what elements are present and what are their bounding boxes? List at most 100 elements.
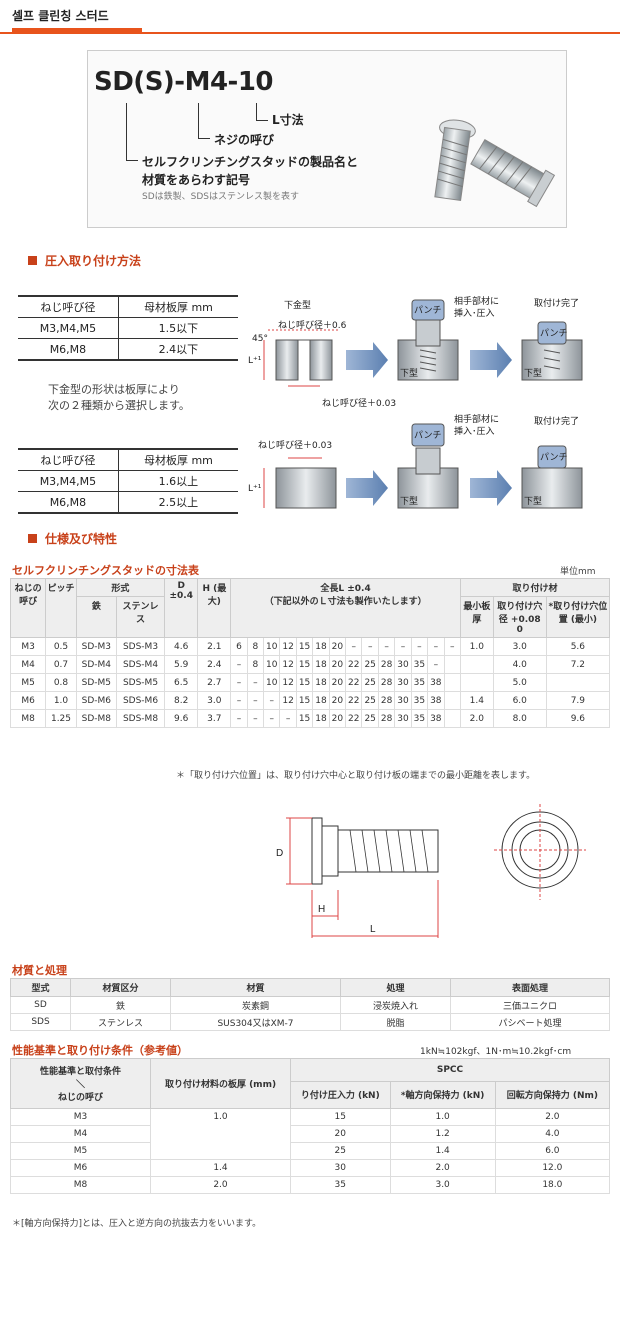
performance-title: 性能基準と取り付け条件（参考値）	[12, 1044, 188, 1057]
cell: 7.9	[545, 691, 611, 710]
col-min-thk: 最小板厚	[459, 596, 494, 638]
cell: 25	[361, 691, 379, 710]
cell: –	[263, 691, 281, 710]
cell: M3	[10, 1108, 151, 1126]
cell: 20	[328, 637, 347, 656]
cell: 4.0	[492, 655, 547, 674]
cell: 18	[312, 673, 330, 692]
cell: 15	[295, 655, 314, 674]
cell: 35	[410, 709, 429, 728]
cell: 15	[295, 691, 314, 710]
cell: 2.0	[389, 1159, 496, 1177]
cell: 25	[290, 1142, 391, 1160]
cell: 2.0	[150, 1176, 291, 1194]
cell: –	[427, 637, 445, 656]
cell: M3,M4,M5	[18, 317, 119, 339]
col-press: り付け圧入力 (kN)	[290, 1080, 391, 1110]
cell: 9.6	[163, 709, 199, 728]
col-iron: 鉄	[75, 596, 118, 638]
cell: M4	[10, 1125, 151, 1143]
label-thread-plus-003: ねじ呼び径＋0.03	[258, 441, 333, 451]
col-treatment: 処理	[340, 978, 451, 997]
cell: 20	[328, 691, 347, 710]
label-lower-die: 下金型	[284, 301, 312, 311]
cell: –	[230, 655, 248, 674]
cell: 3.0	[197, 691, 232, 710]
label-product-2: 材質をあらわす記号	[142, 173, 251, 187]
label-insert-press: 挿入･圧入	[454, 309, 495, 319]
dimension-table: ねじの呼び ピッチ 形式 D ±0.4 H (最大) 全長L ±0.4 （下記以…	[9, 578, 611, 728]
cell: 18.0	[494, 1176, 611, 1194]
cell: 28	[377, 691, 396, 710]
drawing-label-h: H	[318, 904, 325, 915]
cell: 10	[263, 637, 281, 656]
stud-drawing: D H L	[276, 804, 586, 938]
performance-table: 性能基準と取付条件 ＼ ねじの呼び 取り付け材料の板厚 (mm) SPCC り付…	[10, 1058, 611, 1194]
cell: 35	[290, 1176, 391, 1194]
cell: –	[427, 655, 445, 674]
col-plate: 取り付け材料の板厚 (mm)	[150, 1058, 291, 1109]
col-length: 全長L ±0.4 （下記以外のＬ寸法も製作いたします）	[230, 578, 461, 638]
cell: 12	[279, 655, 297, 674]
cell: 2.0	[459, 709, 494, 728]
corner-slash: ＼	[75, 1080, 85, 1090]
cell: 8	[246, 655, 265, 674]
cell: 8.2	[163, 691, 199, 710]
drawing-label-d: D	[276, 848, 283, 859]
cell: 38	[427, 709, 445, 728]
col-length-note: （下記以外のＬ寸法も製作いたします）	[264, 597, 427, 607]
label-product-1: セルフクリンチングスタッドの製品名と	[142, 155, 359, 169]
cell: 28	[377, 673, 396, 692]
table-row: M4 20 1.2 4.0	[10, 1125, 611, 1143]
press-fit-diagram-2: ねじ呼び径＋0.03 L⁺¹ パンチ 相手部材に 挿入･圧入 取付け完了 パンチ…	[248, 410, 618, 520]
press-fit-heading-text: 圧入取り付け方法	[45, 254, 142, 268]
cell: 4.6	[163, 637, 199, 656]
cell: 2.1	[197, 637, 232, 656]
cell: 20	[290, 1125, 391, 1143]
section-marker-icon	[28, 256, 37, 265]
cell: –	[443, 637, 461, 656]
col-axial: *軸方向保持力 (kN)	[389, 1080, 496, 1110]
col-surface: 表面処理	[450, 978, 610, 997]
unit-label: 単位mm	[560, 567, 596, 577]
cell	[545, 673, 611, 692]
cell: M8	[10, 1176, 151, 1194]
table-row: M5 25 1.4 6.0	[10, 1142, 611, 1160]
cell: 1.0	[150, 1108, 291, 1160]
cell: 1.4	[459, 691, 494, 710]
label-mate-insert: 相手部材に	[454, 415, 500, 425]
cell: 3.7	[197, 709, 232, 728]
label-punch: パンチ	[414, 306, 442, 316]
cell: –	[410, 637, 429, 656]
table-row: M3 1.0 15 1.0 2.0	[10, 1108, 611, 1160]
cell: 18	[312, 691, 330, 710]
spec-heading: 仕様及び特性	[28, 530, 117, 547]
col-thread: ねじの呼び	[9, 578, 47, 638]
dim-footnote: ＊「取り付け穴位置」は、取り付け穴中心と取り付け板の端までの最小距離を表します。	[176, 771, 536, 781]
cell: 三価ユニクロ	[450, 996, 610, 1014]
cell: ステンレス	[70, 1013, 171, 1031]
cell: –	[230, 691, 248, 710]
cell: 35	[410, 691, 429, 710]
label-product-sub: SDは鉄製、SDSはステンレス製を表す	[142, 192, 299, 202]
cell: 28	[377, 709, 396, 728]
label-complete: 取付け完了	[534, 417, 580, 427]
cell: 35	[410, 655, 429, 674]
cell: 3.0	[389, 1176, 496, 1194]
cell: 15	[295, 709, 314, 728]
part-number-box: SD(S)-M4-10 L寸法 ネジの呼び セルフクリンチングスタッドの製品名と…	[87, 50, 567, 228]
cell: 2.4以下	[118, 338, 238, 361]
label-l-plus-1: L⁺¹	[248, 356, 262, 366]
table-row: SD 鉄 炭素鋼 浸炭焼入れ 三価ユニクロ	[10, 996, 610, 1014]
cell: 18	[312, 637, 330, 656]
cell: 6	[230, 637, 248, 656]
cell: 38	[427, 673, 445, 692]
cell: 20	[328, 655, 347, 674]
cell: 28	[377, 655, 396, 674]
col-material: 材質	[170, 978, 341, 997]
cell: 1.0	[45, 691, 77, 710]
